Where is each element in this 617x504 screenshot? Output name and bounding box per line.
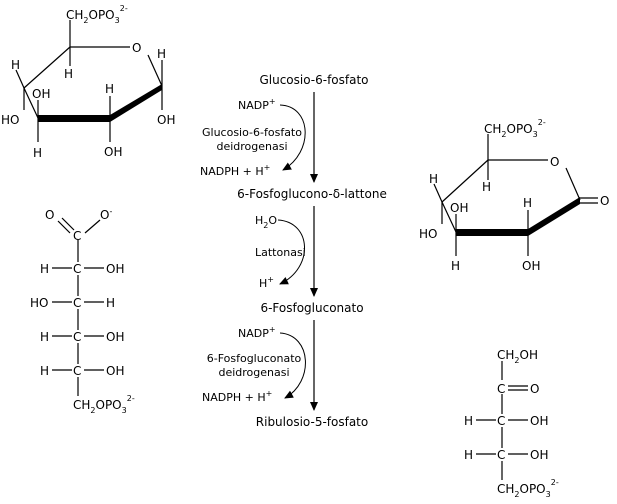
cofactor-nadp-2: NADP+: [238, 325, 276, 340]
cofactor-proton: H+: [259, 275, 274, 290]
cofactor-water: H2O: [255, 214, 277, 230]
lactone-h-c4: H: [429, 172, 438, 186]
gluconate-oh-c4: OH: [106, 330, 124, 344]
g6p-oh-c3: OH: [32, 87, 50, 101]
cofactor-nadp-1: NADP+: [238, 97, 276, 112]
ribulose-labels: CH2OH C O C H OH C H OH CH2OPO32-: [464, 348, 559, 499]
ribulose-c3: C: [497, 414, 505, 428]
cofactor-nadph-2: NADPH + H+: [202, 389, 272, 404]
gluconate-carbonyl-o: O: [45, 208, 54, 222]
gluconate-c4: C: [73, 330, 81, 344]
enzyme-6pgdh-line2: deidrogenasi: [218, 366, 289, 379]
lactone-h-c2: H: [523, 196, 532, 210]
gluconate-ho-c3: HO: [30, 296, 48, 310]
lactone-ho-c4: HO: [419, 227, 437, 241]
ribulose-h-c4: H: [464, 448, 473, 462]
lactone-oh-c3: OH: [450, 201, 468, 215]
g6p-ch2opo3: CH2OPO32-: [66, 4, 128, 25]
ribulose-oh-c3: OH: [530, 414, 548, 428]
metabolite-ribulose-5-phosphate: Ribulosio-5-fosfato: [256, 415, 368, 429]
ribulose-c2: C: [497, 382, 505, 396]
lactone-carbonyl-oxygen: O: [600, 194, 609, 208]
structure-ribulose-5-phosphate: [476, 361, 528, 480]
ribulose-ch2oh: CH2OH: [497, 348, 538, 365]
cofactor-nadph-1: NADPH + H+: [200, 163, 270, 178]
ribulose-h-c3: H: [464, 414, 473, 428]
cofactor-curve-1: [279, 104, 306, 171]
enzyme-g6pdh-line2: deidrogenasi: [216, 140, 287, 153]
enzyme-g6pdh-line1: Glucosio-6-fosfato: [202, 126, 302, 139]
gluconate-h-c2: H: [40, 262, 49, 276]
glucose-6-phosphate-labels: CH2OPO32- O H H OH H HO OH H H OH: [1, 4, 175, 160]
gluconate-c3: C: [73, 296, 81, 310]
ribulose-ch2opo3: CH2OPO32-: [497, 478, 559, 499]
metabolite-phosphoglucono-lactone: 6-Fosfoglucono-δ-lattone: [237, 187, 387, 201]
cofactor-curve-3: [279, 332, 306, 399]
gluconate-h-c4: H: [40, 330, 49, 344]
structure-glucose-6-phosphate: [15, 20, 163, 142]
gluconate-carboxylate-o: O-: [100, 207, 112, 222]
lactone-h-c3: H: [451, 259, 460, 273]
g6p-oh-c1: OH: [157, 113, 175, 127]
gluconate-oh-c2: OH: [106, 262, 124, 276]
gluconate-h-c3: H: [106, 296, 115, 310]
metabolite-glucose-6-phosphate: Glucosio-6-fosfato: [259, 73, 368, 87]
lactone-ch2opo3: CH2OPO32-: [484, 118, 546, 139]
metabolite-phosphogluconate: 6-Fosfogluconato: [260, 301, 363, 315]
ribulose-ketone-o: O: [530, 382, 539, 396]
g6p-ring-oxygen: O: [132, 41, 141, 55]
pathway: Glucosio-6-fosfato 6-Fosfoglucono-δ-latt…: [200, 73, 387, 429]
lactone-labels: CH2OPO32- O O H H HO OH H H OH: [419, 118, 609, 273]
ribulose-c4: C: [497, 448, 505, 462]
ribulose-oh-c4: OH: [530, 448, 548, 462]
gluconate-c1: C: [73, 229, 81, 243]
gluconate-ch2opo3: CH2OPO32-: [73, 394, 135, 415]
g6p-h-c2: H: [105, 82, 114, 96]
lactone-ring-oxygen: O: [550, 155, 559, 169]
g6p-ho-c4: HO: [1, 113, 19, 127]
lactone-h-c5: H: [482, 180, 491, 194]
structure-phosphogluconate: [52, 217, 104, 396]
gluconate-c2: C: [73, 262, 81, 276]
gluconate-h-c5: H: [40, 364, 49, 378]
gluconate-labels: O O- C C H OH C HO H C H OH C H OH CH2OP…: [30, 207, 135, 415]
g6p-h-c5: H: [64, 67, 73, 81]
lactone-oh-c2: OH: [522, 259, 540, 273]
g6p-h-c1: H: [157, 47, 166, 61]
g6p-h-c3: H: [33, 146, 42, 160]
gluconate-oh-c5: OH: [106, 364, 124, 378]
enzyme-6pgdh-line1: 6-Fosfogluconato: [207, 352, 302, 365]
cofactor-curve-2: [277, 219, 305, 285]
structure-phosphoglucono-lactone: [433, 134, 598, 256]
g6p-oh-c2: OH: [104, 145, 122, 159]
gluconate-c5: C: [73, 364, 81, 378]
enzyme-lactonase: Lattonasi: [255, 246, 306, 259]
g6p-h-c4: H: [11, 58, 20, 72]
